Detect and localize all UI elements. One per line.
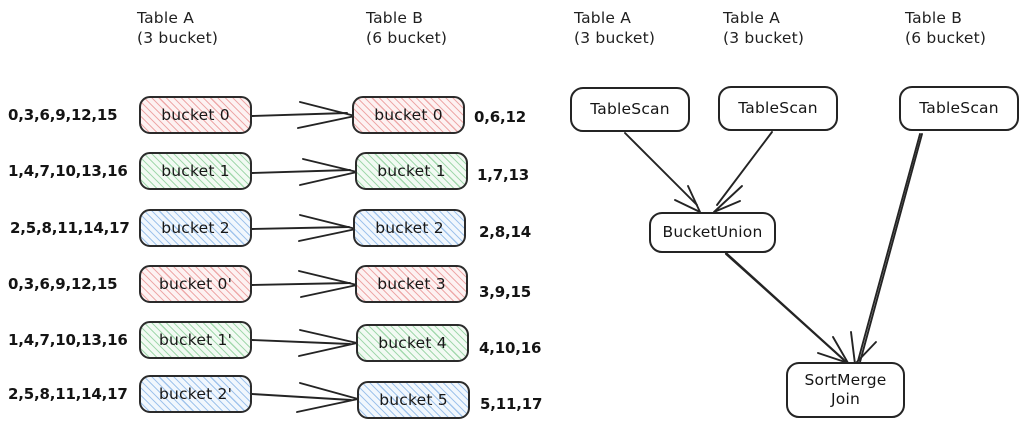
edge-scan2-to-bucketunion xyxy=(713,131,773,213)
target-keys-row-4: 3,9,15 xyxy=(479,283,531,301)
plan-header-2: Table A (3 bucket) xyxy=(723,8,804,48)
source-bucket-row-4[interactable]: bucket 0' xyxy=(139,265,252,303)
source-keys-row-4: 0,3,6,9,12,15 xyxy=(8,275,118,293)
plan-node-tablescan-1[interactable]: TableScan xyxy=(570,87,690,132)
source-bucket-row-5[interactable]: bucket 1' xyxy=(139,321,252,359)
left-source-header: Table A (3 bucket) xyxy=(137,8,218,48)
mapping-arrow-row-3 xyxy=(251,214,357,242)
source-keys-row-5: 1,4,7,10,13,16 xyxy=(8,331,128,349)
plan-header-2-line2: (3 bucket) xyxy=(723,29,805,47)
target-bucket-row-5[interactable]: bucket 4 xyxy=(356,324,469,362)
plan-node-sortmerge-join[interactable]: SortMerge Join xyxy=(786,362,905,418)
source-bucket-row-1[interactable]: bucket 0 xyxy=(139,96,252,134)
plan-header-1-line1: Table A xyxy=(574,9,632,27)
target-bucket-row-4[interactable]: bucket 3 xyxy=(355,265,468,303)
plan-header-1: Table A (3 bucket) xyxy=(574,8,655,48)
source-keys-row-3: 2,5,8,11,14,17 xyxy=(10,219,130,237)
edge-bucketunion-to-join xyxy=(724,251,849,364)
target-keys-row-5: 4,10,16 xyxy=(479,339,542,357)
plan-header-3: Table B (6 bucket) xyxy=(905,8,986,48)
left-source-header-line1: Table A xyxy=(137,9,195,27)
plan-node-tablescan-2[interactable]: TableScan xyxy=(718,86,838,131)
target-bucket-row-6[interactable]: bucket 5 xyxy=(357,381,470,419)
target-keys-row-3: 2,8,14 xyxy=(479,223,531,241)
source-bucket-row-6[interactable]: bucket 2' xyxy=(139,375,252,413)
mapping-arrow-row-1 xyxy=(251,101,356,129)
source-bucket-row-2[interactable]: bucket 1 xyxy=(139,152,252,190)
source-bucket-row-3[interactable]: bucket 2 xyxy=(139,209,252,247)
source-keys-row-2: 1,4,7,10,13,16 xyxy=(8,162,128,180)
mapping-arrow-row-5 xyxy=(251,329,358,357)
left-source-header-line2: (3 bucket) xyxy=(137,29,219,47)
plan-node-tablescan-3[interactable]: TableScan xyxy=(899,86,1019,131)
source-keys-row-1: 0,3,6,9,12,15 xyxy=(8,106,118,124)
plan-header-3-line2: (6 bucket) xyxy=(905,29,987,47)
target-bucket-row-1[interactable]: bucket 0 xyxy=(352,96,465,134)
left-target-header-line2: (6 bucket) xyxy=(366,29,448,47)
plan-header-3-line1: Table B xyxy=(905,9,963,27)
left-target-header: Table B (6 bucket) xyxy=(366,8,447,48)
target-bucket-row-3[interactable]: bucket 2 xyxy=(353,209,466,247)
target-keys-row-6: 5,11,17 xyxy=(480,395,543,413)
mapping-arrow-row-2 xyxy=(251,158,358,186)
target-bucket-row-2[interactable]: bucket 1 xyxy=(355,152,468,190)
target-keys-row-2: 1,7,13 xyxy=(477,166,529,184)
plan-header-1-line2: (3 bucket) xyxy=(574,29,656,47)
left-target-header-line1: Table B xyxy=(366,9,424,27)
edge-scan1-to-bucketunion xyxy=(624,132,701,213)
mapping-arrow-row-6 xyxy=(251,382,359,413)
edge-scan3-to-join xyxy=(850,133,923,365)
plan-header-2-line1: Table A xyxy=(723,9,781,27)
target-keys-row-1: 0,6,12 xyxy=(474,108,526,126)
mapping-arrow-row-4 xyxy=(251,270,358,298)
plan-node-bucketunion[interactable]: BucketUnion xyxy=(649,212,776,253)
source-keys-row-6: 2,5,8,11,14,17 xyxy=(8,385,128,403)
